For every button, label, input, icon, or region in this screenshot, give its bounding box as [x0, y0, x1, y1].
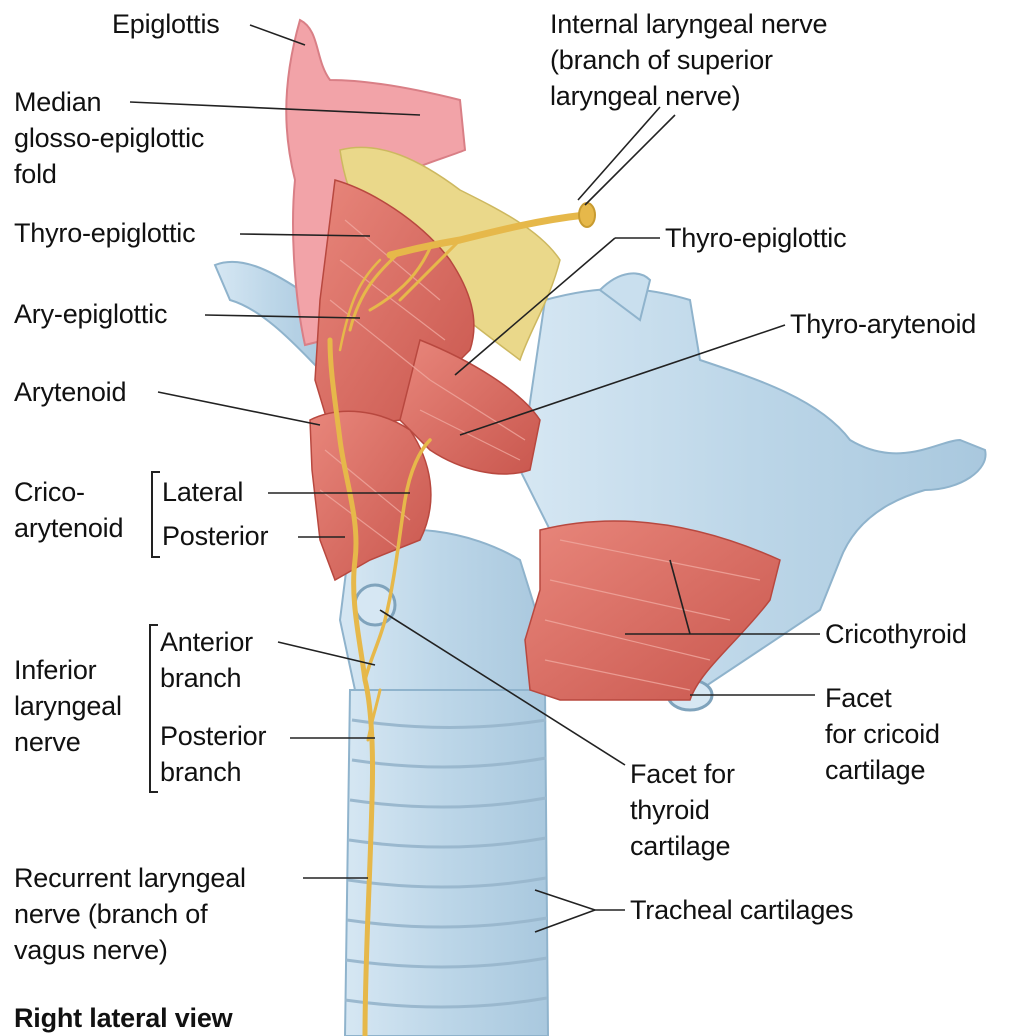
label-thyro-epiglottic-right: Thyro-epiglottic — [665, 220, 846, 256]
view-title: Right lateral view — [14, 1000, 232, 1036]
label-crico-arytenoid: Crico- arytenoid — [14, 474, 123, 546]
trachea — [345, 690, 548, 1036]
label-median-glosso-epiglottic-fold: Median glosso-epiglottic fold — [14, 84, 204, 192]
label-arytenoid: Arytenoid — [14, 374, 126, 410]
label-recurrent-laryngeal-nerve: Recurrent laryngeal nerve (branch of vag… — [14, 860, 246, 968]
label-thyro-epiglottic-left: Thyro-epiglottic — [14, 215, 195, 251]
label-thyro-arytenoid: Thyro-arytenoid — [790, 306, 976, 342]
label-posterior-branch: Posterior branch — [160, 718, 266, 790]
label-tracheal-cartilages: Tracheal cartilages — [630, 892, 853, 928]
brackets — [150, 472, 160, 792]
label-lateral: Lateral — [162, 474, 243, 510]
label-inferior-laryngeal-nerve: Inferior laryngeal nerve — [14, 652, 122, 760]
label-epiglottis: Epiglottis — [112, 6, 220, 42]
label-ary-epiglottic: Ary-epiglottic — [14, 296, 167, 332]
label-anterior-branch: Anterior branch — [160, 624, 253, 696]
label-facet-for-cricoid-cartilage: Facet for cricoid cartilage — [825, 680, 940, 788]
label-cricothyroid: Cricothyroid — [825, 616, 967, 652]
label-internal-laryngeal-nerve: Internal laryngeal nerve (branch of supe… — [550, 6, 827, 114]
label-facet-for-thyroid-cartilage: Facet for thyroid cartilage — [630, 756, 735, 864]
label-posterior: Posterior — [162, 518, 268, 554]
